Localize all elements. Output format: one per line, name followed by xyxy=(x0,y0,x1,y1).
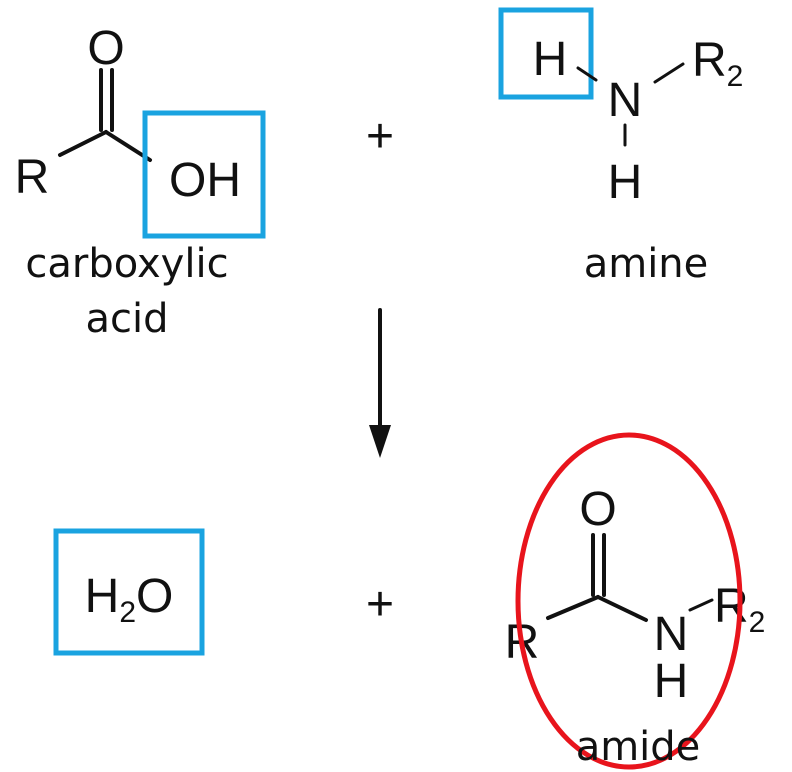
carboxylic-acid: O R OH carboxylic acid xyxy=(15,22,266,342)
hydroxyl-highlight-box xyxy=(142,110,266,239)
acid-caption-line-2: acid xyxy=(85,296,168,342)
reaction-arrow xyxy=(369,308,391,458)
acid-caption-line-1: carboxylic xyxy=(25,241,228,287)
reactant-plus-sign: + xyxy=(366,110,394,163)
amine-r-group: R2 xyxy=(692,34,743,93)
amide: O R N R2 H amide xyxy=(505,432,765,770)
amide-oxygen: O xyxy=(579,483,616,536)
amide-c-n-bond xyxy=(596,595,648,622)
amide-r2-group: R2 xyxy=(714,580,765,639)
oxygen-atom: O xyxy=(87,22,124,75)
amide-nitrogen: N xyxy=(654,608,689,661)
amine-hydrogen-highlight-box xyxy=(498,7,594,100)
h-n-bond xyxy=(576,66,598,82)
amide-r-c-bond xyxy=(546,595,600,620)
product-plus-sign: + xyxy=(366,578,394,631)
amide-bond-highlight-ellipse xyxy=(515,432,743,770)
amine-nitrogen: N xyxy=(608,74,643,127)
water: H2O xyxy=(53,528,205,656)
water-highlight-box xyxy=(53,528,205,656)
water-formula: H2O xyxy=(85,570,174,629)
arrow-head xyxy=(369,425,391,458)
amide-n-r2-bond xyxy=(688,598,714,612)
hydroxyl-group: OH xyxy=(169,154,241,207)
n-r-bond xyxy=(653,62,685,84)
amine: H N R2 H amine xyxy=(498,7,743,287)
r-c-bond xyxy=(58,130,108,157)
amine-hydrogen-bottom: H xyxy=(608,156,643,209)
amine-hydrogen-left: H xyxy=(533,33,568,86)
amide-caption: amide xyxy=(576,724,701,770)
r-group: R xyxy=(15,151,50,204)
amine-caption: amine xyxy=(584,241,709,287)
amide-hydrogen: H xyxy=(654,655,689,708)
